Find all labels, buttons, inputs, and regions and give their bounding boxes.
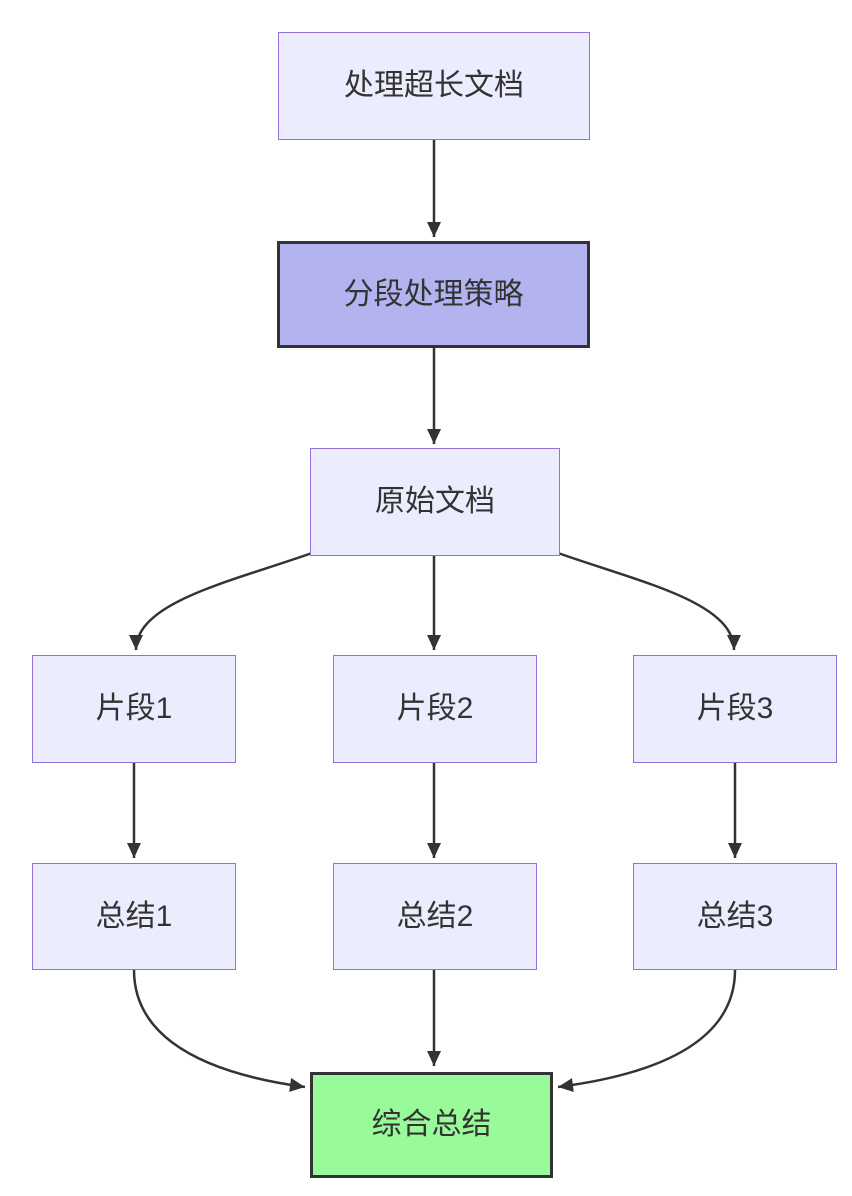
node-label: 综合总结 [371, 1108, 492, 1141]
node-label: 总结3 [696, 899, 774, 933]
node-label: 片段1 [95, 692, 173, 725]
edge-c-d1 [129, 551, 313, 651]
node-label: 片段3 [696, 692, 774, 725]
node-combined-summary: 综合总结 [310, 1072, 553, 1178]
node-process-long-doc: 处理超长文档 [278, 32, 590, 140]
node-fragment-3: 片段3 [633, 655, 837, 763]
node-label: 片段2 [396, 692, 474, 725]
edge-e3-f [557, 969, 737, 1093]
node-fragment-2: 片段2 [333, 655, 537, 763]
node-label: 总结1 [95, 899, 173, 933]
node-label: 原始文档 [375, 485, 495, 518]
edge-c-d3 [557, 551, 741, 651]
node-label: 总结2 [396, 899, 474, 933]
node-summary-3: 总结3 [633, 863, 837, 970]
node-label: 处理超长文档 [344, 69, 524, 102]
node-summary-1: 总结1 [32, 863, 236, 970]
node-segment-strategy: 分段处理策略 [277, 241, 590, 348]
edge-e1-f [132, 969, 306, 1092]
node-label: 分段处理策略 [343, 277, 524, 311]
node-summary-2: 总结2 [333, 863, 537, 970]
node-fragment-1: 片段1 [32, 655, 236, 763]
node-original-doc: 原始文档 [310, 448, 560, 556]
